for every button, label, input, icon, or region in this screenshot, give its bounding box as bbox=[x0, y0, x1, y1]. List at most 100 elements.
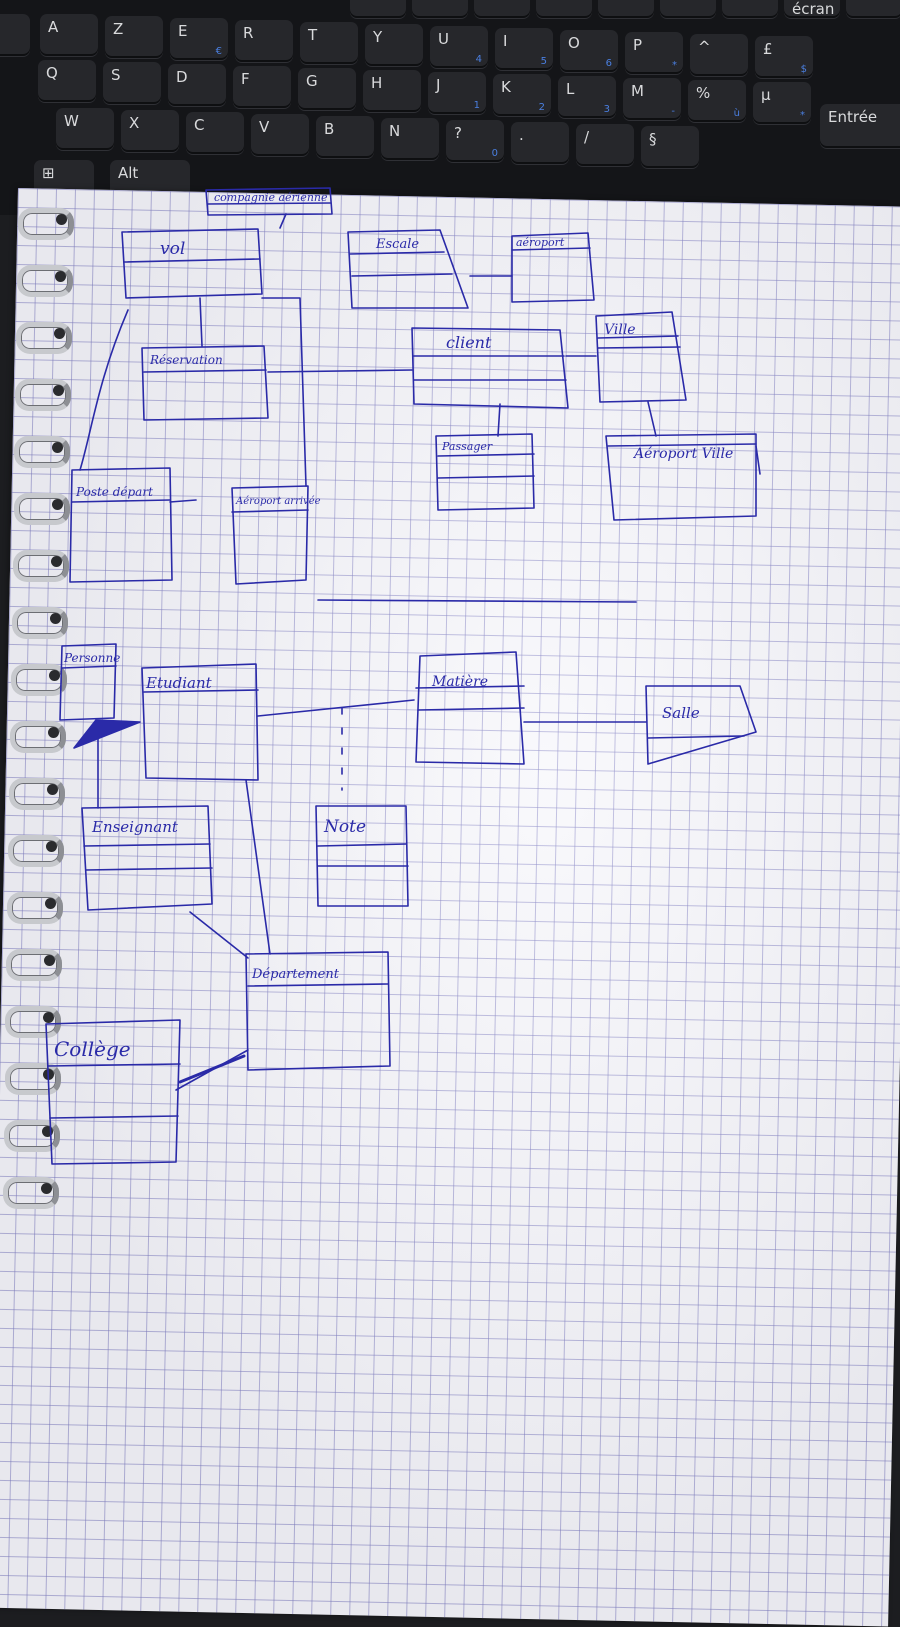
key-h[interactable]: H bbox=[363, 70, 421, 112]
key-7[interactable]: Impr écran bbox=[784, 0, 840, 18]
key-label: R bbox=[243, 24, 254, 42]
key-q[interactable]: Q bbox=[38, 60, 96, 102]
key-p[interactable]: P* bbox=[625, 32, 683, 74]
spiral-ring bbox=[6, 949, 63, 981]
key-3[interactable]: 9 bbox=[536, 0, 592, 18]
spiral-ring bbox=[16, 322, 73, 354]
key-label: A bbox=[48, 18, 59, 36]
key-label: % bbox=[696, 84, 711, 102]
key-label: Z bbox=[113, 20, 124, 38]
key-8[interactable]: Inser bbox=[846, 0, 900, 18]
key-label: Entrée bbox=[828, 108, 878, 126]
key-label: µ bbox=[761, 86, 771, 104]
spiral-ring bbox=[14, 436, 71, 468]
key-label: . bbox=[519, 126, 524, 144]
punch-hole bbox=[56, 214, 67, 225]
label-aeroport-arrivee: Aéroport arrivée bbox=[235, 496, 321, 507]
punch-hole bbox=[41, 1126, 53, 1137]
key-label: Q bbox=[46, 64, 58, 82]
key-0[interactable]: 6 bbox=[350, 0, 406, 18]
key-1[interactable]: 7 bbox=[412, 0, 468, 18]
key-secondary-label: * bbox=[800, 110, 805, 121]
key-label: J bbox=[436, 76, 441, 94]
punch-hole bbox=[47, 727, 59, 738]
key-label: L bbox=[566, 80, 575, 98]
spiral-ring bbox=[9, 778, 65, 810]
label-note: Note bbox=[323, 817, 366, 837]
key-label: M bbox=[631, 82, 644, 100]
key-label: N bbox=[389, 122, 401, 140]
key-4[interactable]: 0 bbox=[598, 0, 654, 18]
key-%[interactable]: %ù bbox=[688, 80, 746, 122]
key-w[interactable]: W bbox=[56, 108, 114, 150]
label-personne: Personne bbox=[63, 651, 120, 665]
key-label: D bbox=[176, 68, 188, 86]
key-§[interactable]: § bbox=[641, 126, 699, 168]
punch-hole bbox=[47, 784, 58, 795]
key-label: £ bbox=[763, 40, 773, 58]
key-2[interactable]: 8 bbox=[474, 0, 530, 18]
key-b[interactable]: B bbox=[316, 116, 374, 158]
key-label: Impr écran bbox=[792, 0, 835, 18]
label-ville: Ville bbox=[604, 322, 636, 338]
key-label: ? bbox=[454, 124, 462, 142]
key-label: E bbox=[178, 22, 188, 40]
label-poste-depart: Poste départ bbox=[75, 485, 153, 499]
spiral-ring bbox=[15, 379, 72, 411]
punch-hole bbox=[43, 1012, 55, 1023]
key-label: ^ bbox=[698, 38, 711, 56]
key-t[interactable]: T bbox=[300, 22, 358, 64]
key-label: Y bbox=[373, 28, 383, 46]
key-6[interactable]: F12 bbox=[722, 0, 778, 18]
notebook-spiral-binding bbox=[0, 200, 80, 1300]
key-v[interactable]: V bbox=[251, 114, 309, 156]
key-g[interactable]: G bbox=[298, 68, 356, 110]
key-e[interactable]: E€ bbox=[170, 18, 228, 60]
key-5[interactable]: F11 bbox=[660, 0, 716, 18]
key-m[interactable]: M- bbox=[623, 78, 681, 120]
label-college: Collège bbox=[54, 1037, 131, 1061]
key-.[interactable]: . bbox=[511, 122, 569, 164]
label-salle: Salle bbox=[662, 704, 700, 722]
key-£[interactable]: £$ bbox=[755, 36, 813, 78]
key-a[interactable]: A bbox=[40, 14, 98, 56]
key-secondary-label: ù bbox=[733, 108, 740, 119]
key-^[interactable]: ^ bbox=[690, 34, 748, 76]
key-r[interactable]: R bbox=[235, 20, 293, 62]
spiral-ring bbox=[12, 550, 69, 582]
key-label: O bbox=[568, 34, 580, 52]
label-etudiant: Etudiant bbox=[145, 674, 213, 692]
key-left-edge[interactable] bbox=[0, 14, 30, 56]
key-z[interactable]: Z bbox=[105, 16, 163, 58]
key-enter[interactable]: Entrée bbox=[820, 104, 900, 148]
key-?[interactable]: ?0 bbox=[446, 120, 504, 162]
key-/[interactable]: / bbox=[576, 124, 634, 166]
spiral-ring bbox=[13, 493, 70, 525]
key-c[interactable]: C bbox=[186, 112, 244, 154]
key-n[interactable]: N bbox=[381, 118, 439, 160]
key-secondary-label: 2 bbox=[538, 102, 545, 113]
key-label: Alt bbox=[118, 164, 139, 182]
spiral-ring bbox=[5, 1006, 62, 1038]
key-d[interactable]: D bbox=[168, 64, 226, 106]
key-label: I bbox=[503, 32, 508, 50]
spiral-ring bbox=[9, 721, 66, 753]
key-µ[interactable]: µ* bbox=[753, 82, 811, 124]
punch-hole bbox=[50, 556, 62, 567]
spiral-ring bbox=[18, 208, 74, 240]
label-vol: vol bbox=[160, 239, 185, 259]
key-y[interactable]: Y bbox=[365, 24, 423, 66]
key-s[interactable]: S bbox=[103, 62, 161, 104]
key-label: S bbox=[111, 66, 121, 84]
key-f[interactable]: F bbox=[233, 66, 291, 108]
key-x[interactable]: X bbox=[121, 110, 179, 152]
spiral-ring bbox=[8, 835, 65, 867]
punch-hole bbox=[53, 385, 65, 396]
key-secondary-label: - bbox=[671, 106, 675, 117]
